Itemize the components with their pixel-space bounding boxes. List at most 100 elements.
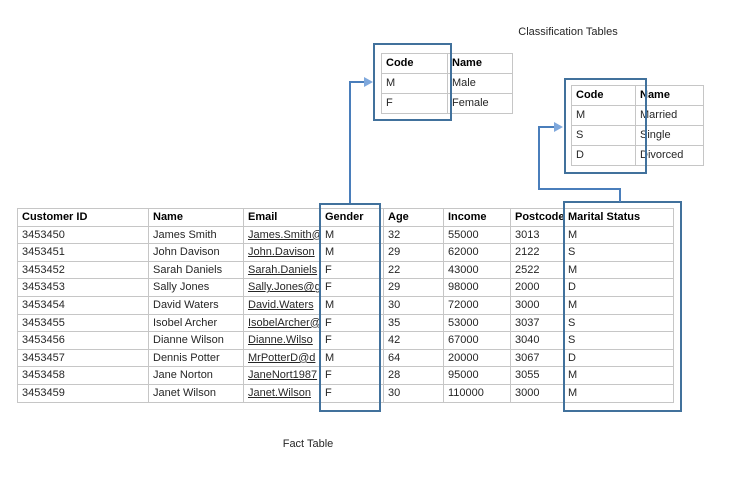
email-link[interactable]: James.Smith@ — [243, 225, 321, 245]
table-cell: 3453455 — [17, 313, 149, 333]
table-cell: 3000 — [510, 383, 564, 403]
table-cell: Divorced — [635, 145, 704, 166]
column-header: Marital Status — [563, 208, 674, 227]
table-cell: 30 — [383, 295, 444, 315]
table-cell: 3453450 — [17, 225, 149, 245]
table-cell: 29 — [383, 278, 444, 297]
table-cell: F — [381, 93, 448, 114]
table-cell: 42 — [383, 331, 444, 350]
table-cell: 3453454 — [17, 295, 149, 315]
table-cell: Dianne Wilson — [148, 331, 244, 350]
table-cell: 2000 — [510, 278, 564, 297]
table-cell: 64 — [383, 348, 444, 368]
column-header: Customer ID — [17, 208, 149, 227]
table-cell: 3453458 — [17, 366, 149, 385]
table-cell: David Waters — [148, 295, 244, 315]
table-cell: Dennis Potter — [148, 348, 244, 368]
column-header: Postcode — [510, 208, 564, 227]
table-cell: 72000 — [443, 295, 511, 315]
email-link[interactable]: Janet.Wilson — [243, 383, 321, 403]
column-header: Name — [148, 208, 244, 227]
gender-connector-horizontal-line — [349, 81, 365, 83]
table-cell: Sarah Daniels — [148, 260, 244, 280]
email-link[interactable]: Sally.Jones@g — [243, 278, 321, 297]
table-cell: 20000 — [443, 348, 511, 368]
table-cell: Male — [447, 73, 513, 94]
marital-connector-arrowhead-icon — [554, 122, 563, 132]
email-link[interactable]: John.Davison — [243, 243, 321, 262]
table-cell: 53000 — [443, 313, 511, 333]
table-cell: 3055 — [510, 366, 564, 385]
column-header: Age — [383, 208, 444, 227]
table-cell: 95000 — [443, 366, 511, 385]
table-cell: John Davison — [148, 243, 244, 262]
email-link[interactable]: JaneNort1987 — [243, 366, 321, 385]
table-cell: Janet Wilson — [148, 383, 244, 403]
table-cell: 2522 — [510, 260, 564, 280]
table-cell: 3453457 — [17, 348, 149, 368]
table-cell: Sally Jones — [148, 278, 244, 297]
gender-code-highlight-box — [373, 43, 452, 121]
email-link[interactable]: David.Waters — [243, 295, 321, 315]
email-link[interactable]: Sarah.Daniels — [243, 260, 321, 280]
column-header: Email — [243, 208, 321, 227]
table-cell: 22 — [383, 260, 444, 280]
table-cell: 32 — [383, 225, 444, 245]
gender-connector-arrowhead-icon — [364, 77, 373, 87]
table-cell: 67000 — [443, 331, 511, 350]
table-cell: 55000 — [443, 225, 511, 245]
table-cell: 43000 — [443, 260, 511, 280]
table-cell: 29 — [383, 243, 444, 262]
table-cell: Female — [447, 93, 513, 114]
table-cell: 2122 — [510, 243, 564, 262]
table-cell: 3453456 — [17, 331, 149, 350]
table-cell: Jane Norton — [148, 366, 244, 385]
classification-tables-label: Classification Tables — [518, 26, 618, 38]
table-cell: 62000 — [443, 243, 511, 262]
marital-status-column-highlight-box — [563, 201, 682, 412]
marital-connector-arrow-line — [538, 126, 555, 128]
table-cell: 30 — [383, 383, 444, 403]
marital-connector-stub-line — [619, 189, 621, 202]
table-cell: 3453459 — [17, 383, 149, 403]
email-link[interactable]: Dianne.Wilso — [243, 331, 321, 350]
table-cell: 3000 — [510, 295, 564, 315]
table-cell: 98000 — [443, 278, 511, 297]
gender-connector-vertical-line — [349, 81, 351, 203]
table-cell: 35 — [383, 313, 444, 333]
table-cell: Single — [635, 125, 704, 146]
column-header: Income — [443, 208, 511, 227]
table-cell: 3037 — [510, 313, 564, 333]
marital-code-highlight-box — [564, 78, 647, 174]
fact-table-label: Fact Table — [282, 438, 334, 450]
column-header: Name — [447, 53, 513, 74]
table-cell: 110000 — [443, 383, 511, 403]
table-cell: 3453451 — [17, 243, 149, 262]
table-cell: 28 — [383, 366, 444, 385]
table-cell: 3013 — [510, 225, 564, 245]
table-cell: 3453453 — [17, 278, 149, 297]
table-cell: 3040 — [510, 331, 564, 350]
gender-column-highlight-box — [319, 203, 381, 412]
table-cell: James Smith — [148, 225, 244, 245]
marital-connector-horizontal-line — [538, 188, 621, 190]
email-link[interactable]: MrPotterD@d — [243, 348, 321, 368]
table-cell: 3067 — [510, 348, 564, 368]
email-link[interactable]: IsobelArcher@ — [243, 313, 321, 333]
